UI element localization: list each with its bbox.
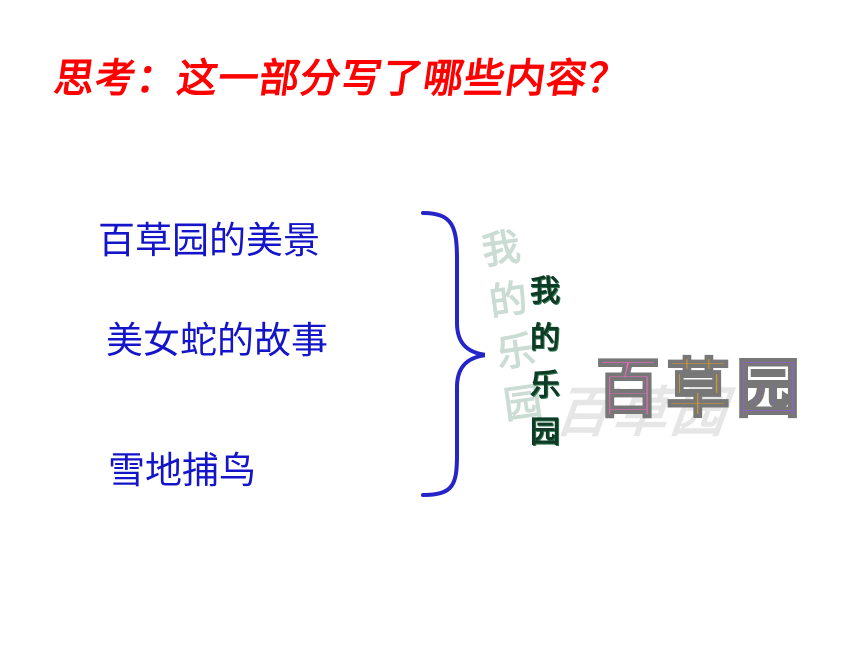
logo-char: 百 (595, 352, 666, 428)
list-item-garden-scenery: 百草园的美景 (98, 219, 320, 262)
logo-char: 草 (665, 352, 736, 428)
page-title: 思考：这一部分写了哪些内容？ (51, 55, 632, 102)
list-item-snake-story: 美女蛇的故事 (106, 319, 328, 362)
vertical-char: 乐 (530, 368, 560, 403)
vertical-char: 的 (530, 321, 560, 356)
baicaoyuan-logo: 百草园 (595, 338, 806, 430)
logo-char: 园 (735, 352, 806, 428)
vertical-char: 我 (530, 274, 560, 309)
vertical-char: 园 (530, 415, 560, 450)
curly-brace (421, 211, 485, 497)
list-item-catching-birds: 雪地捕鸟 (108, 449, 256, 492)
my-paradise-vertical-text: 我 的 乐 园 (520, 268, 570, 456)
